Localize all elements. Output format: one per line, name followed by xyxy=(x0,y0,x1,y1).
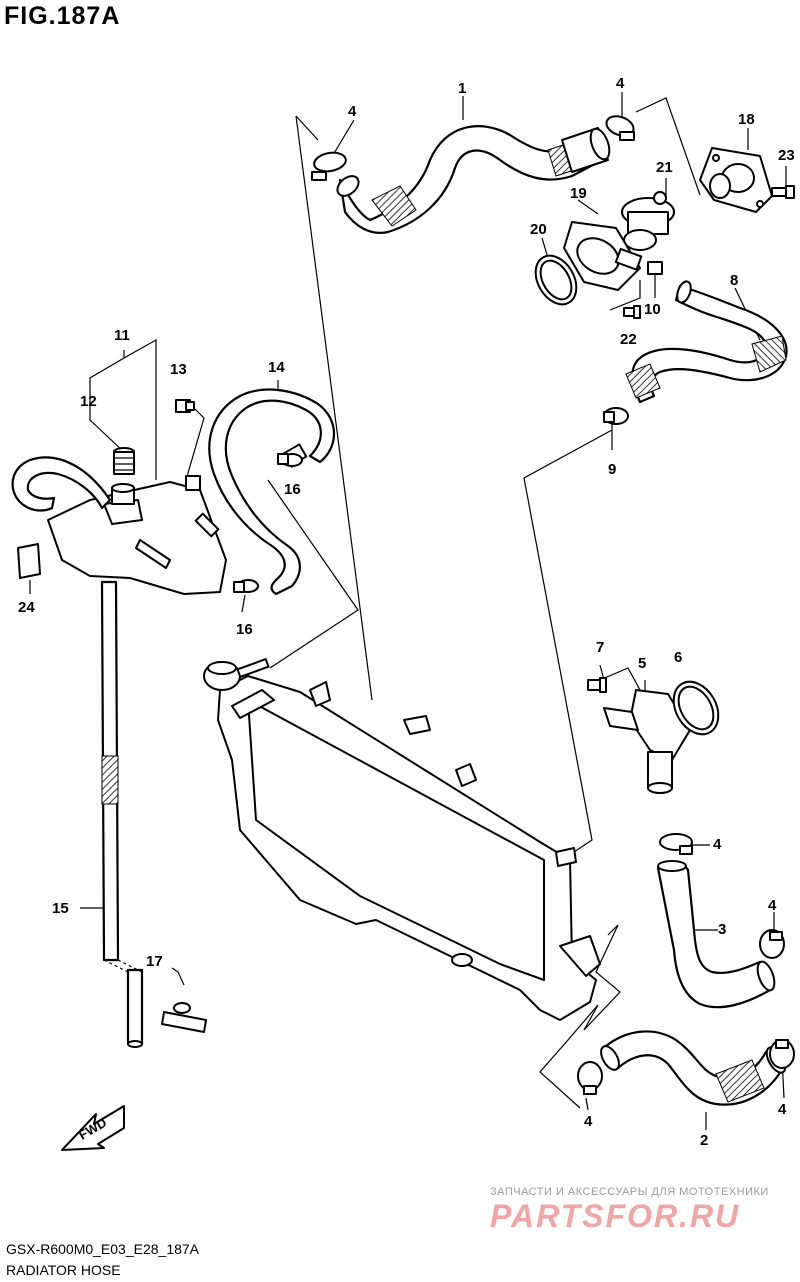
clip-10 xyxy=(647,261,663,275)
clamp-4-b xyxy=(605,115,635,141)
bolt-7 xyxy=(587,677,607,693)
thermostat-cover-18 xyxy=(699,147,773,213)
hose-1 xyxy=(336,125,611,234)
hose-2 xyxy=(600,1030,787,1106)
callout-11: 11 xyxy=(114,327,130,344)
clamp-4-c xyxy=(659,833,693,855)
callout-3: 3 xyxy=(718,921,726,938)
callout-22: 22 xyxy=(620,331,637,348)
callout-4-top-right: 4 xyxy=(616,75,625,92)
callout-12: 12 xyxy=(80,393,97,410)
hose-3 xyxy=(656,860,776,1009)
hose-14 xyxy=(208,388,335,596)
o-ring-20 xyxy=(534,254,578,306)
callout-19: 19 xyxy=(570,185,587,202)
callout-18: 18 xyxy=(738,111,755,128)
figure-title: FIG.187A xyxy=(4,2,121,30)
callout-24: 24 xyxy=(18,599,35,616)
callout-4-top-left: 4 xyxy=(348,103,357,120)
callout-1: 1 xyxy=(458,80,466,97)
callout-8: 8 xyxy=(730,272,738,289)
callout-9: 9 xyxy=(608,461,616,478)
callout-4-hose2-left: 4 xyxy=(584,1113,593,1130)
thermostat-case-19 xyxy=(563,221,643,291)
callout-10: 10 xyxy=(644,301,661,318)
diagram-caption: RADIATOR HOSE xyxy=(6,1262,121,1278)
bolt-13 xyxy=(175,399,195,413)
callout-4-inlet: 4 xyxy=(713,836,722,853)
reservoir-tank xyxy=(47,475,227,595)
callout-7: 7 xyxy=(596,639,604,656)
reservoir-overflow-hose xyxy=(11,456,112,512)
callout-20: 20 xyxy=(530,221,547,238)
callout-17: 17 xyxy=(146,953,163,970)
callout-2: 2 xyxy=(700,1132,708,1149)
callout-4-hose3: 4 xyxy=(768,897,777,914)
diagram-code: GSX-R600M0_E03_E28_187A xyxy=(6,1241,200,1257)
reservoir-cap-12 xyxy=(113,447,135,475)
clamp-17 xyxy=(161,1002,207,1033)
callout-labels: 1 2 3 4 4 4 4 4 4 5 6 7 8 9 10 11 12 13 … xyxy=(18,75,795,1149)
hose-15 xyxy=(100,580,144,1048)
thermostat-21 xyxy=(621,191,675,251)
bolt-23 xyxy=(771,185,795,199)
callout-6: 6 xyxy=(674,649,682,666)
callout-5: 5 xyxy=(638,655,646,672)
fwd-arrow-icon: FWD xyxy=(61,1105,125,1151)
watermark-tagline: ЗАПЧАСТИ И АКСЕССУАРЫ ДЛЯ МОТОТЕХНИКИ xyxy=(490,1186,769,1198)
leader-lines xyxy=(29,92,787,1130)
callout-4-hose2-right: 4 xyxy=(778,1101,787,1118)
callout-14: 14 xyxy=(268,359,285,376)
clamp-16-a xyxy=(277,453,303,467)
clamp-9 xyxy=(603,407,629,425)
callout-15: 15 xyxy=(52,900,69,917)
watermark-logo: PARTSFOR.RU xyxy=(490,1198,741,1234)
radiator xyxy=(203,658,601,1021)
clamp-16-b xyxy=(233,579,259,593)
label-sticker-24 xyxy=(17,543,41,579)
hose-8 xyxy=(625,280,788,404)
bolt-22 xyxy=(623,305,641,319)
callout-23: 23 xyxy=(778,147,795,164)
clamp-4-e xyxy=(577,1061,603,1095)
callout-21: 21 xyxy=(656,159,673,176)
callout-16-upper: 16 xyxy=(284,481,301,498)
clamp-4-d xyxy=(759,929,785,959)
clamp-4-f xyxy=(769,1039,795,1069)
callout-16-lower: 16 xyxy=(236,621,253,638)
clamp-4-a xyxy=(311,151,347,181)
callout-13: 13 xyxy=(170,361,187,378)
o-ring-6 xyxy=(672,680,720,736)
